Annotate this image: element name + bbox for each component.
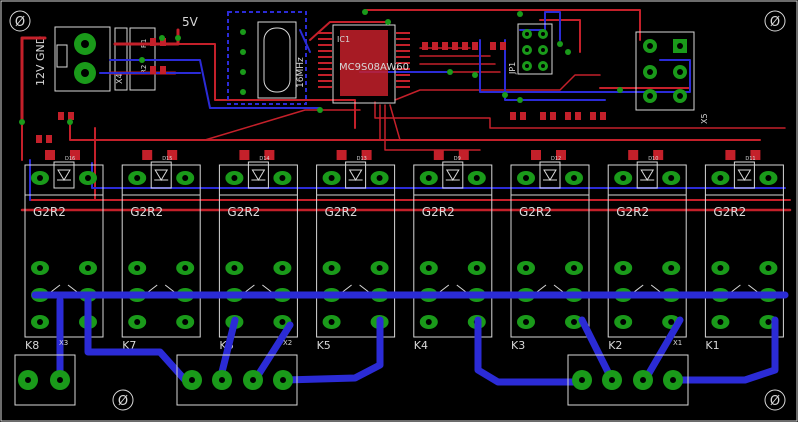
relay-type-label: G2R2 (713, 205, 746, 219)
resistor-r2-label: R2 (140, 65, 148, 74)
mcu-ref-label: IC1 (337, 35, 350, 44)
diode-label: D9 (454, 156, 461, 162)
svg-text:Ø: Ø (770, 15, 780, 30)
jumper-label: JP1 (508, 62, 517, 75)
svg-text:Ø: Ø (770, 394, 780, 409)
mcu-part-label: MC9S08AW60 (339, 62, 409, 73)
connector-x5-label: X5 (700, 113, 709, 124)
mount-hole-top-left: Ø (9, 10, 31, 32)
relay-name-label: K1 (705, 339, 719, 352)
diode-label: D10 (648, 156, 658, 162)
relay-type-label: G2R2 (130, 205, 163, 219)
relay-type-label: G2R2 (616, 205, 649, 219)
connector-x5: X5 (635, 31, 709, 124)
power-connector-ref: X4 (115, 73, 124, 84)
relay-name-label: K2 (608, 339, 622, 352)
relay-type-label: G2R2 (325, 205, 358, 219)
jumper-jp1: JP1 (508, 23, 553, 75)
power-input-label: 12V GND (34, 36, 47, 86)
diode-label: D12 (551, 156, 561, 162)
terminal-block-x1: X1 (567, 339, 689, 406)
top-copper-traces (20, 9, 792, 212)
terminal-block-x2: X2 (176, 339, 298, 406)
bottom-copper-load-traces (31, 291, 789, 386)
diode-label: D13 (357, 156, 367, 162)
relay-type-label: G2R2 (227, 205, 260, 219)
svg-text:Ø: Ø (15, 15, 25, 30)
relay-name-label: K4 (414, 339, 428, 352)
crystal-block: 16MHz (227, 11, 307, 105)
relay-type-label: G2R2 (519, 205, 552, 219)
crystal-label: 16MHz (296, 57, 306, 88)
relay-bank: D16G2R2K8D15G2R2K7D14G2R2K6D13G2R2K5D9G2… (24, 150, 784, 352)
power-connector: 12V GND X4 (34, 26, 124, 92)
x2-label: X2 (283, 339, 292, 347)
relay-name-label: K8 (25, 339, 39, 352)
diode-label: D11 (745, 156, 755, 162)
relay-name-label: K3 (511, 339, 525, 352)
x1-label: X1 (673, 339, 682, 347)
terminal-block-x3: X3 (14, 339, 76, 406)
diode-label: D15 (162, 156, 172, 162)
relay-type-label: G2R2 (422, 205, 455, 219)
mcu-chip: IC1 MC9S08AW60 (318, 24, 410, 104)
mcu-pins-right (396, 32, 410, 88)
relay-type-label: G2R2 (33, 205, 66, 219)
vias (19, 9, 623, 125)
mcu-pins-left (318, 32, 332, 88)
relay-name-label: K5 (317, 339, 331, 352)
voltage-label-5v: 5V (182, 15, 199, 29)
svg-text:Ø: Ø (118, 394, 128, 409)
mount-hole-bottom-right: Ø (764, 389, 786, 411)
diode-label: D14 (259, 156, 269, 162)
smd-parts-top (36, 38, 606, 143)
mount-hole-bottom-left: Ø (112, 389, 134, 411)
x3-label: X3 (59, 339, 68, 347)
mount-hole-top-right: Ø (764, 10, 786, 32)
diode-label: D16 (65, 156, 75, 162)
